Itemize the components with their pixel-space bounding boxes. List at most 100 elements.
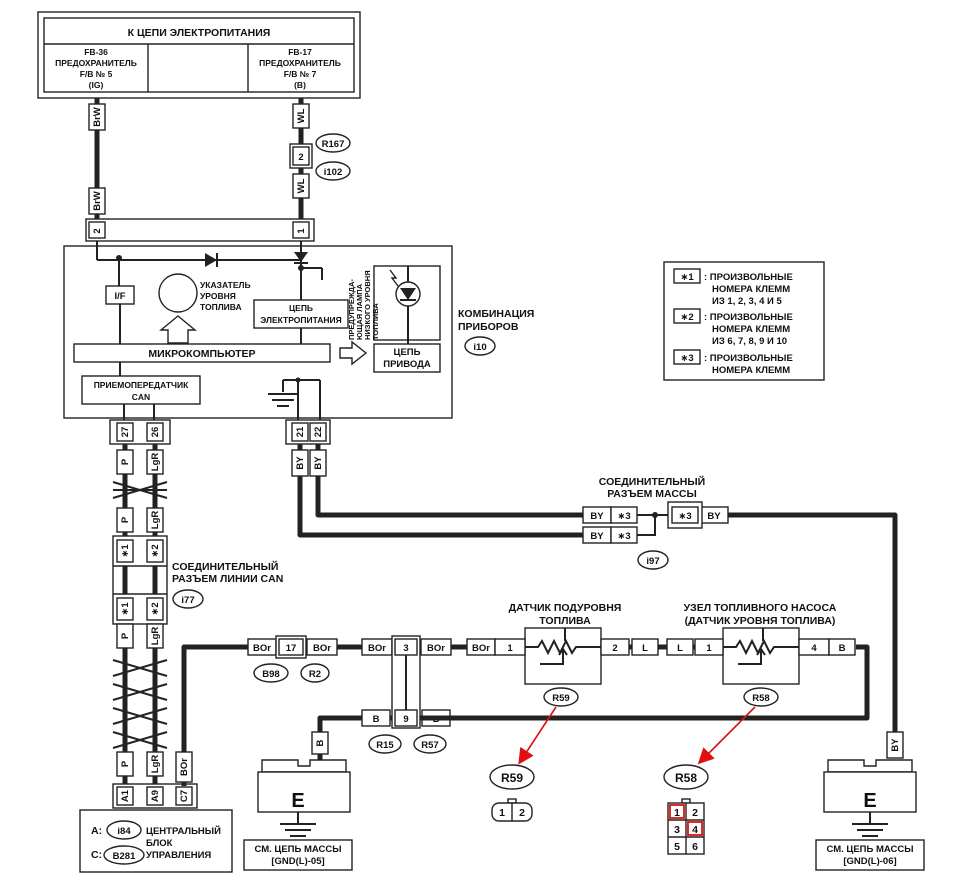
svg-text:СОЕДИНИТЕЛЬНЫЙ: СОЕДИНИТЕЛЬНЫЙ [172,560,278,573]
svg-text:BOr: BOr [253,643,271,654]
svg-text:∗3: ∗3 [680,353,693,364]
svg-text:ИЗ 6, 7, 8, 9 И 10: ИЗ 6, 7, 8, 9 И 10 [712,336,787,347]
svg-text:R59: R59 [552,693,569,704]
svg-text:22: 22 [313,427,324,438]
svg-text:26: 26 [150,427,161,438]
svg-text:[GND(L)-06]: [GND(L)-06] [843,856,896,867]
svg-text:P: P [120,632,131,639]
right-arrow-icon [339,340,368,366]
svg-text:ЦЕПЬ: ЦЕПЬ [289,303,313,313]
combination-meter: I/F УКАЗАТЕЛЬ УРОВНЯ ТОПЛИВА ЦЕПЬ ЭЛЕКТР… [63,241,453,420]
svg-text:КОМБИНАЦИЯ: КОМБИНАЦИЯ [458,308,534,320]
svg-text:∗1: ∗1 [120,544,131,558]
svg-text:1: 1 [674,807,680,819]
can-joint-label: СОЕДИНИТЕЛЬНЫЙ РАЗЪЕМ ЛИНИИ CAN [172,560,283,585]
svg-text:4: 4 [692,824,698,836]
svg-text:∗2: ∗2 [680,312,693,323]
svg-text:BOr: BOr [313,643,331,654]
svg-text:6: 6 [692,841,698,853]
svg-text:LgR: LgR [150,511,161,530]
svg-text:ЮЩАЯ ЛАМПА: ЮЩАЯ ЛАМПА [355,283,364,340]
drive-circuit-block: ЦЕПЬ ПРИВОДА [373,343,441,373]
svg-text:2: 2 [612,643,617,654]
svg-text:ПРЕДОХРАНИТЕЛЬ: ПРЕДОХРАНИТЕЛЬ [259,58,341,68]
power-supply-box: К ЦЕПИ ЭЛЕКТРОПИТАНИЯ FB-36 ПРЕДОХРАНИТЕ… [37,11,361,99]
svg-text:P: P [120,516,131,523]
svg-text:9: 9 [403,714,408,725]
microcomputer-block: МИКРОКОМПЬЮТЕР [73,343,331,363]
svg-text:∗3: ∗3 [617,511,630,522]
svg-text:: ПРОИЗВОЛЬНЫЕ: : ПРОИЗВОЛЬНЫЕ [704,312,793,323]
wire-brw: BrW BrW [88,98,106,220]
svg-text:∗3: ∗3 [617,531,630,542]
svg-text:1: 1 [296,228,307,234]
svg-text:BOr: BOr [427,643,445,654]
svg-text:ТОПЛИВА: ТОПЛИВА [539,615,591,627]
svg-text:C:: C: [91,849,102,861]
svg-text:F/B № 7: F/B № 7 [284,69,317,79]
connector-meter-bottom: 27 26 21 22 [109,419,331,445]
svg-text:i77: i77 [181,595,194,606]
svg-text:I/F: I/F [114,291,125,302]
combination-meter-label: КОМБИНАЦИЯ ПРИБОРОВ [458,308,534,333]
svg-text:СМ. ЦЕПЬ МАССЫ: СМ. ЦЕПЬ МАССЫ [826,844,913,855]
lamp-label: ПРЕДУПРЕЖДА- ЮЩАЯ ЛАМПА НИЗКОГО УРОВНЯ Т… [347,270,380,340]
connector-face-r58: R58 1 2 3 4 5 6 [663,764,709,855]
svg-text:i10: i10 [473,342,486,353]
svg-text:C7: C7 [179,790,190,802]
svg-text:СМ. ЦЕПЬ МАССЫ: СМ. ЦЕПЬ МАССЫ [254,844,341,855]
svg-text:2: 2 [298,152,303,163]
ecu-connector: A1 A9 C7 [112,783,198,809]
fuse-right-label: FB-17 ПРЕДОХРАНИТЕЛЬ F/B № 7 (B) [259,47,341,90]
fuse-left-label: FB-36 ПРЕДОХРАНИТЕЛЬ F/B № 5 (IG) [55,47,137,90]
svg-text:ЦЕНТРАЛЬНЫЙ: ЦЕНТРАЛЬНЫЙ [146,825,221,837]
svg-text:[GND(L)-05]: [GND(L)-05] [271,856,324,867]
svg-text:ПРИЕМОПЕРЕДАТЧИК: ПРИЕМОПЕРЕДАТЧИК [94,380,189,390]
svg-text:BY: BY [313,456,324,470]
can-transceiver-block: ПРИЕМОПЕРЕДАТЧИК CAN [81,375,201,405]
svg-text:F/B № 5: F/B № 5 [80,69,113,79]
svg-text:BY: BY [707,511,721,522]
ref-i102: i102 [315,161,351,181]
ref-r57: R57 [413,734,447,754]
svg-text:ПРИВОДА: ПРИВОДА [383,359,431,370]
legend-box: ∗1 : ПРОИЗВОЛЬНЫЕ НОМЕРА КЛЕММ ИЗ 1, 2, … [663,261,825,381]
svg-text:ТОПЛИВА: ТОПЛИВА [371,303,380,340]
svg-text:1: 1 [507,643,513,654]
svg-text:P: P [120,458,131,465]
ref-i84: i84 [106,820,142,840]
svg-text:i84: i84 [117,826,131,837]
svg-text:B: B [373,714,380,725]
svg-text:WL: WL [296,178,307,193]
svg-text:BrW: BrW [92,191,103,211]
svg-text:РАЗЪЕМ МАССЫ: РАЗЪЕМ МАССЫ [607,488,697,500]
svg-text:B: B [315,739,326,746]
can-wire-lower: P LgR P LgR [112,623,168,786]
svg-text:BY: BY [890,738,901,752]
svg-text:УКАЗАТЕЛЬ: УКАЗАТЕЛЬ [200,280,251,290]
warning-lamp [373,265,441,344]
svg-text:A1: A1 [120,789,131,802]
svg-text:3: 3 [403,643,408,654]
svg-text:R58: R58 [675,771,697,785]
svg-text:УПРАВЛЕНИЯ: УПРАВЛЕНИЯ [146,850,211,861]
svg-text:ИЗ 1, 2, 3, 4 И 5: ИЗ 1, 2, 3, 4 И 5 [712,296,782,307]
svg-text:РАЗЪЕМ ЛИНИИ CAN: РАЗЪЕМ ЛИНИИ CAN [172,573,283,585]
svg-text:∗1: ∗1 [680,272,694,283]
svg-text:: ПРОИЗВОЛЬНЫЕ: : ПРОИЗВОЛЬНЫЕ [704,272,793,283]
svg-text:(ДАТЧИК УРОВНЯ ТОПЛИВА): (ДАТЧИК УРОВНЯ ТОПЛИВА) [685,615,836,627]
svg-text:2: 2 [692,807,698,819]
svg-text:CAN: CAN [132,392,150,402]
svg-text:BY: BY [590,511,604,522]
sub-level-sensor: ДАТЧИК ПОДУРОВНЯ ТОПЛИВА 1 2 [494,602,630,685]
svg-text:21: 21 [295,426,306,437]
svg-text:∗2: ∗2 [150,544,161,557]
power-circuit-block: ЦЕПЬ ЭЛЕКТРОПИТАНИЯ [253,299,349,329]
svg-text:: ПРОИЗВОЛЬНЫЕ: : ПРОИЗВОЛЬНЫЕ [704,353,793,364]
ref-i10: i10 [464,336,496,356]
wire-by: BY BY BY BY BY BY [291,444,904,759]
svg-text:R57: R57 [421,740,438,751]
wire-b: B B B [311,644,870,770]
svg-text:LgR: LgR [150,453,161,472]
svg-text:ЭЛЕКТРОПИТАНИЯ: ЭЛЕКТРОПИТАНИЯ [260,315,342,325]
